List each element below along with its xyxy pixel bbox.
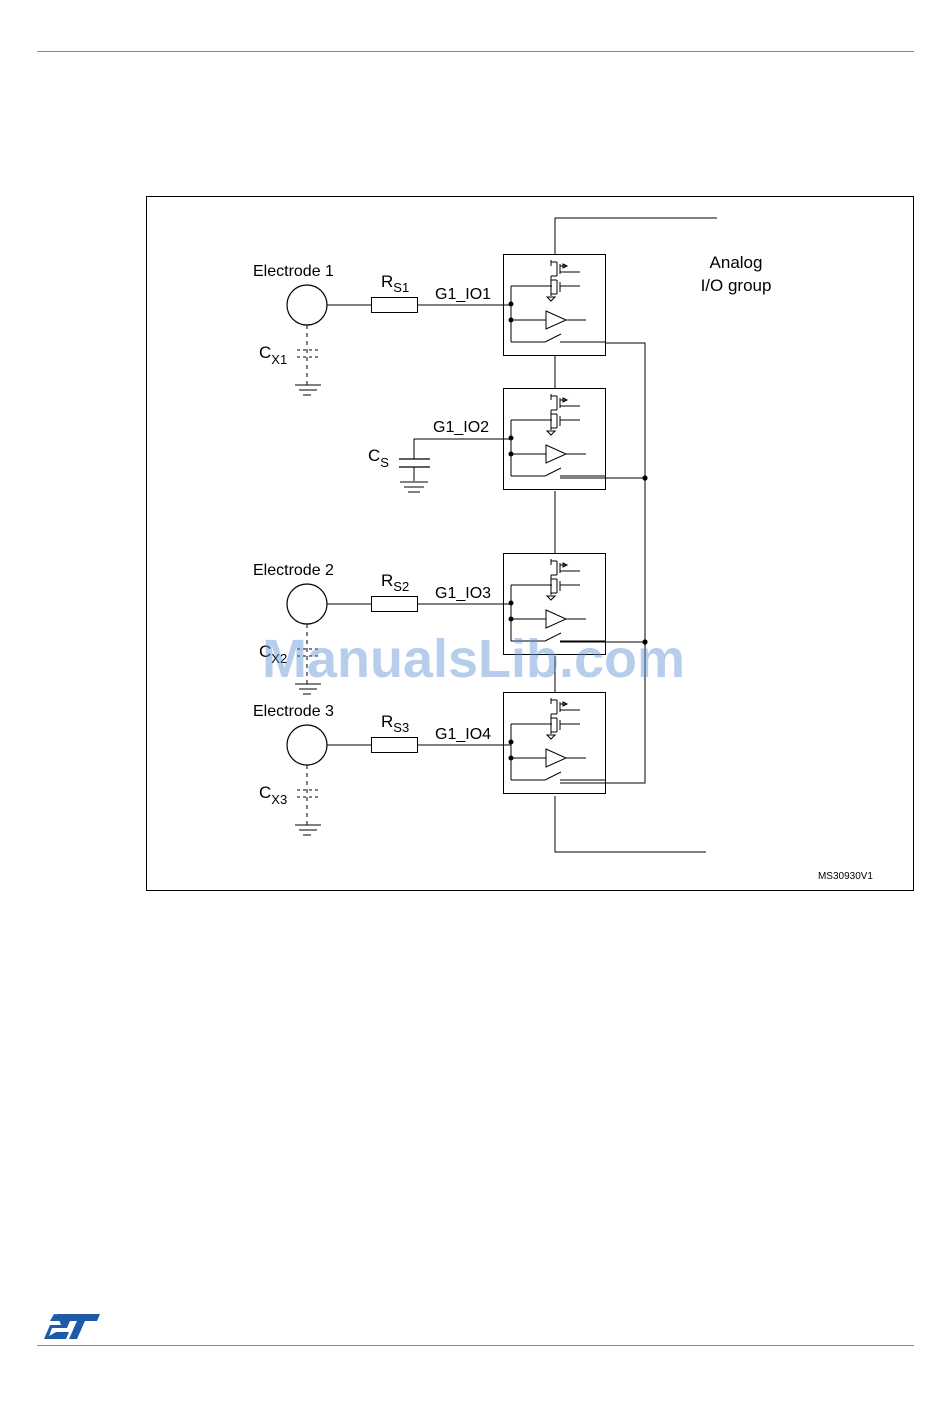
resistor-icon (372, 298, 418, 313)
io-block (504, 693, 607, 794)
analog-switch-icon (545, 468, 561, 476)
transistor-pair-icon (547, 559, 580, 600)
transistor-pair-icon (547, 698, 580, 739)
footer-rule (37, 1345, 914, 1346)
top-bus-wire (555, 218, 717, 254)
analog-label-line2: I/O group (701, 276, 772, 295)
electrode-icon (287, 285, 327, 325)
analog-label-line1: Analog (710, 253, 763, 272)
comparator-icon (546, 610, 566, 628)
bottom-bus-wire (555, 796, 706, 852)
comparator-icon (546, 749, 566, 767)
io2-wire (414, 439, 511, 459)
st-logo (44, 1312, 102, 1342)
capacitor-label: CX3 (259, 783, 287, 807)
junction-dot (509, 740, 514, 745)
junction-dot (509, 302, 514, 307)
electrode-label: Electrode 1 (253, 263, 334, 280)
io-pin-label: G1_IO4 (435, 726, 491, 743)
comparator-icon (546, 311, 566, 329)
io-block-frame (504, 389, 606, 490)
io-pin-label: G1_IO3 (435, 585, 491, 602)
io-block (504, 389, 607, 490)
electrode-icon (287, 584, 327, 624)
analog-bus-wire (606, 343, 645, 783)
transistor-pair-icon (547, 260, 580, 301)
electrode-label: Electrode 3 (253, 703, 334, 720)
io2-label: G1_IO2 (433, 419, 489, 436)
analog-switch-icon (545, 772, 561, 780)
junction-dot (642, 475, 647, 480)
transistor-pair-icon (547, 394, 580, 435)
comparator-icon (546, 445, 566, 463)
io-block-frame (504, 255, 606, 356)
resistor-icon (372, 597, 418, 612)
analog-switch-icon (545, 334, 561, 342)
capacitor-label: CX1 (259, 343, 287, 367)
electrode-icon (287, 725, 327, 765)
resistor-label: RS1 (381, 272, 409, 295)
electrode-label: Electrode 2 (253, 562, 334, 579)
resistor-label: RS3 (381, 712, 409, 735)
io-block-frame (504, 693, 606, 794)
io-block (504, 255, 607, 356)
junction-dot (509, 436, 514, 441)
io-pin-label: G1_IO1 (435, 286, 491, 303)
cs-label: CS (368, 446, 389, 470)
resistor-label: RS2 (381, 571, 409, 594)
figure-id: MS30930V1 (818, 871, 873, 882)
resistor-icon (372, 738, 418, 753)
watermark: ManualsLib.com (262, 628, 685, 690)
junction-dot (509, 601, 514, 606)
